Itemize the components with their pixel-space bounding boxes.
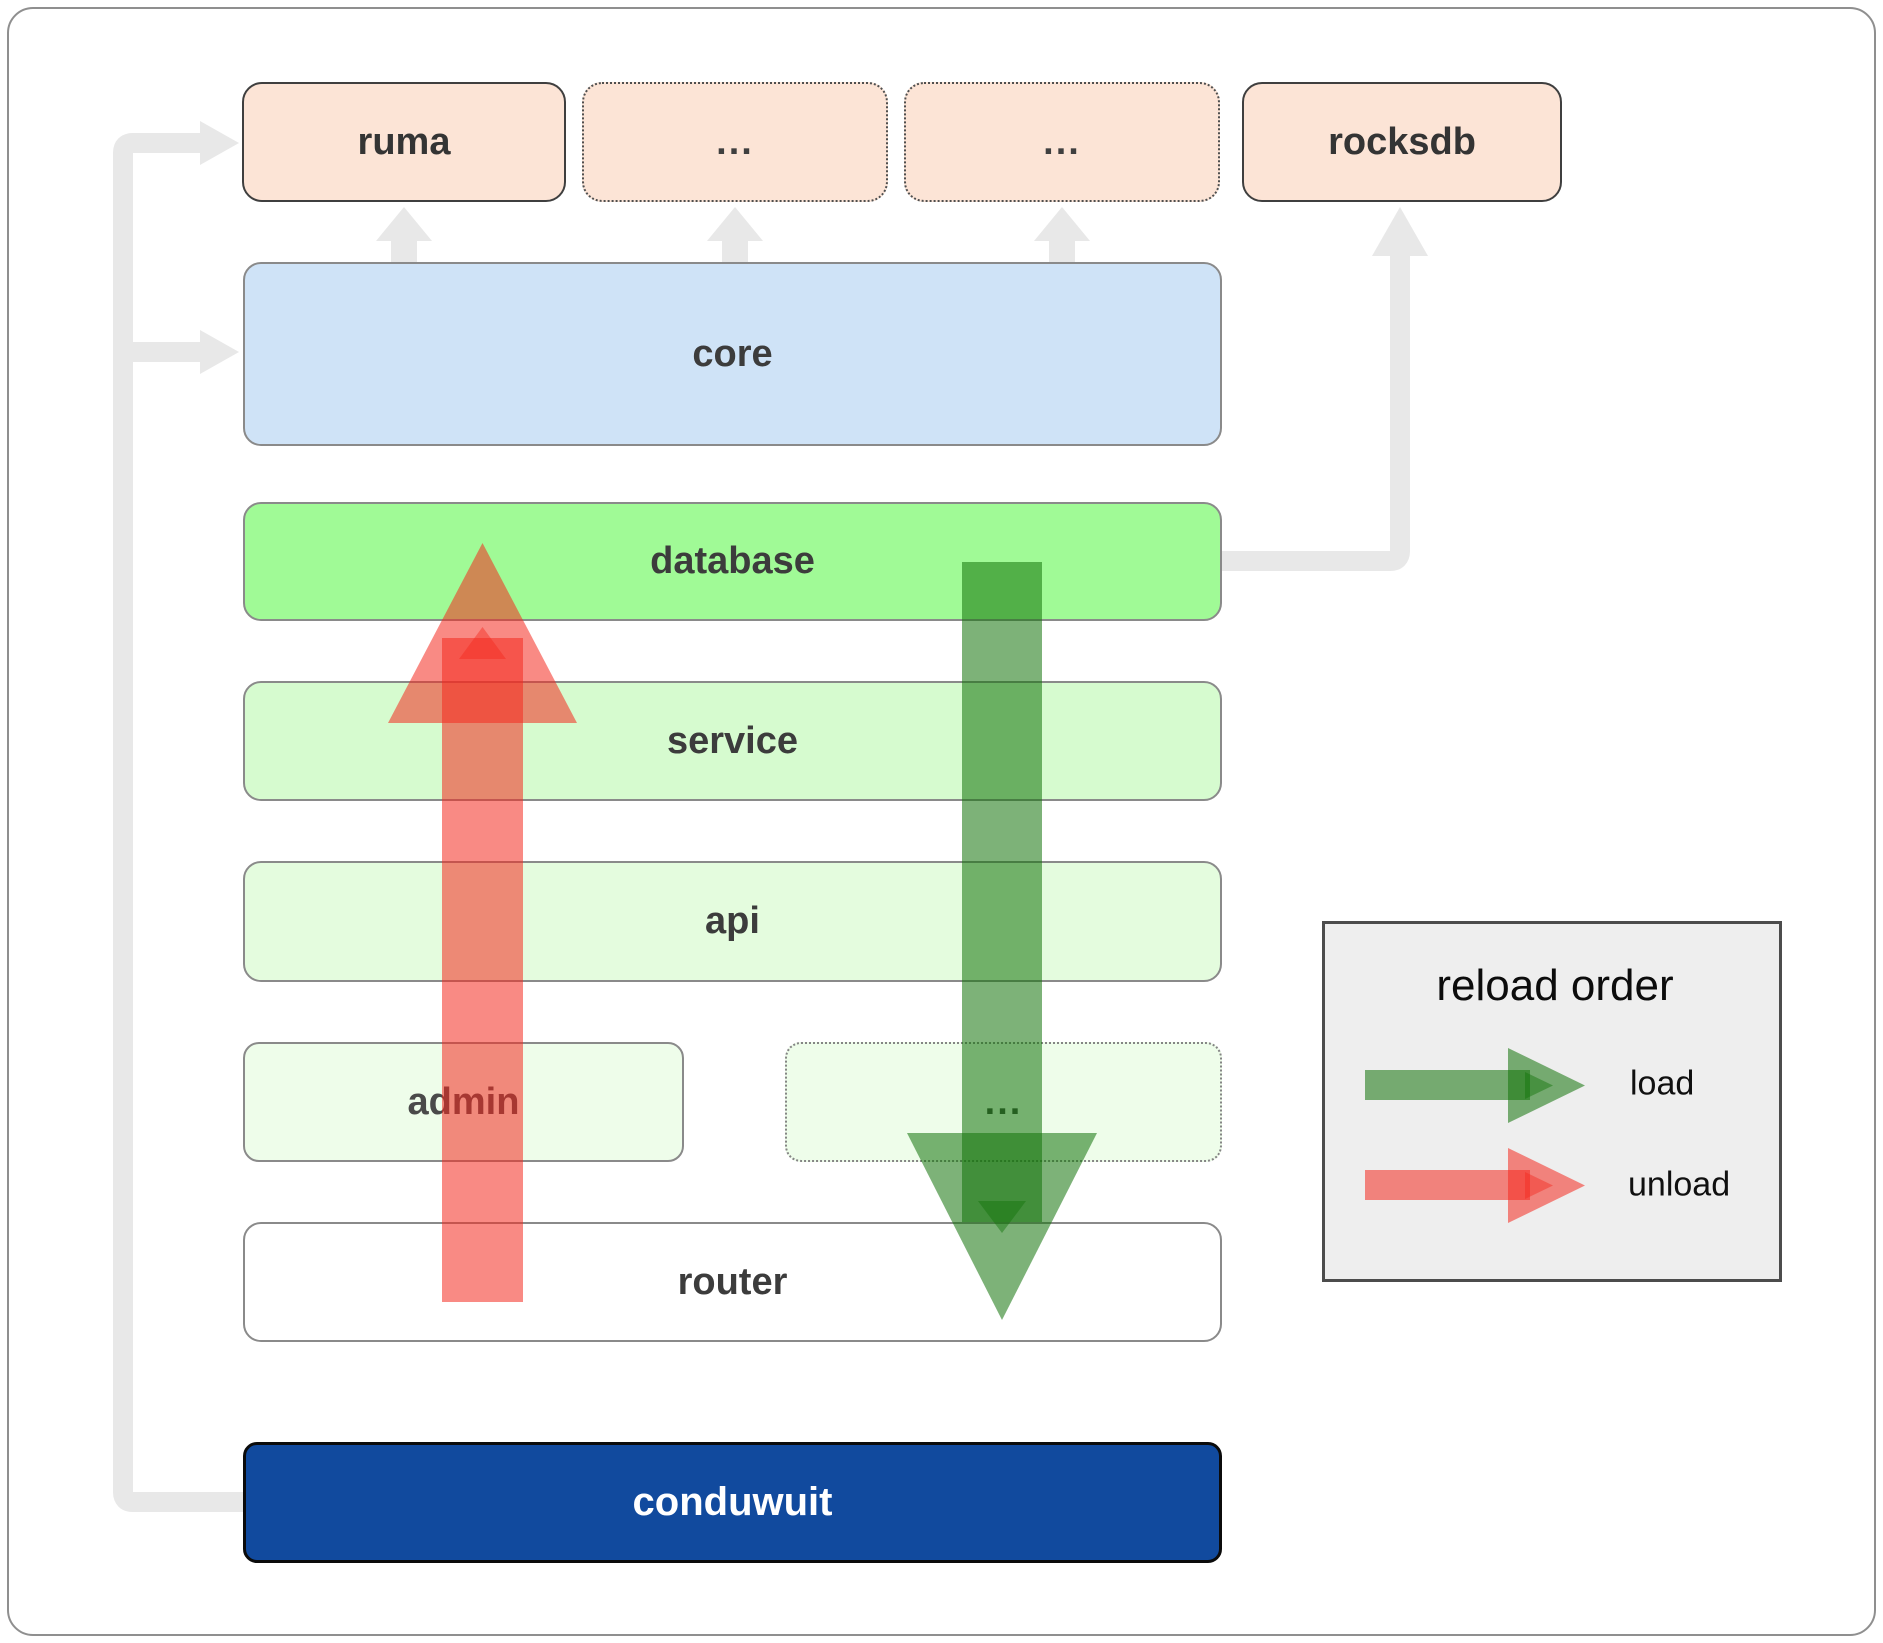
node-database: database bbox=[243, 502, 1222, 621]
node-ellipsis-top-2: ... bbox=[904, 82, 1220, 202]
node-conduwuit: conduwuit bbox=[243, 1442, 1222, 1563]
node-api: api bbox=[243, 861, 1222, 982]
node-database-label: database bbox=[650, 540, 815, 582]
node-ellipsis-middle: ... bbox=[785, 1042, 1222, 1162]
node-api-label: api bbox=[705, 900, 760, 942]
node-router: router bbox=[243, 1222, 1222, 1342]
node-ruma-label: ruma bbox=[357, 120, 451, 163]
node-rocksdb: rocksdb bbox=[1242, 82, 1562, 202]
legend-unload-label: unload bbox=[1628, 1165, 1731, 1204]
node-admin: admin bbox=[243, 1042, 684, 1162]
node-router-label: router bbox=[677, 1260, 788, 1303]
legend-load-arrow-icon bbox=[1365, 1048, 1585, 1123]
node-rocksdb-label: rocksdb bbox=[1328, 120, 1476, 163]
diagram-outer-border bbox=[7, 7, 1876, 1636]
node-ellipsis-top-1-label: ... bbox=[716, 120, 754, 163]
node-service-label: service bbox=[666, 719, 798, 762]
legend-unload-arrow-shaft bbox=[1365, 1170, 1530, 1200]
legend-load-arrow-shaft bbox=[1365, 1070, 1530, 1100]
node-ellipsis-middle-label: ... bbox=[984, 1080, 1023, 1123]
node-service: service bbox=[243, 681, 1222, 801]
legend-load-arrow-marker bbox=[1525, 1072, 1553, 1099]
legend-load-label: load bbox=[1630, 1064, 1695, 1103]
legend-reload-order: reload order load unload bbox=[1322, 921, 1782, 1282]
node-core: core bbox=[243, 262, 1222, 446]
legend-load-arrow-head bbox=[1508, 1048, 1585, 1123]
node-admin-label: admin bbox=[407, 1080, 520, 1123]
legend-unload-arrow-icon bbox=[1365, 1148, 1585, 1223]
node-core-label: core bbox=[692, 332, 773, 375]
legend-unload-arrow-marker bbox=[1525, 1172, 1553, 1199]
node-ellipsis-top-1: ... bbox=[582, 82, 888, 202]
node-conduwuit-label: conduwuit bbox=[632, 1480, 833, 1524]
node-ruma: ruma bbox=[242, 82, 566, 202]
node-ellipsis-top-2-label: ... bbox=[1043, 120, 1081, 163]
legend-title: reload order bbox=[1436, 961, 1674, 1010]
legend-unload-arrow-head bbox=[1508, 1148, 1585, 1223]
